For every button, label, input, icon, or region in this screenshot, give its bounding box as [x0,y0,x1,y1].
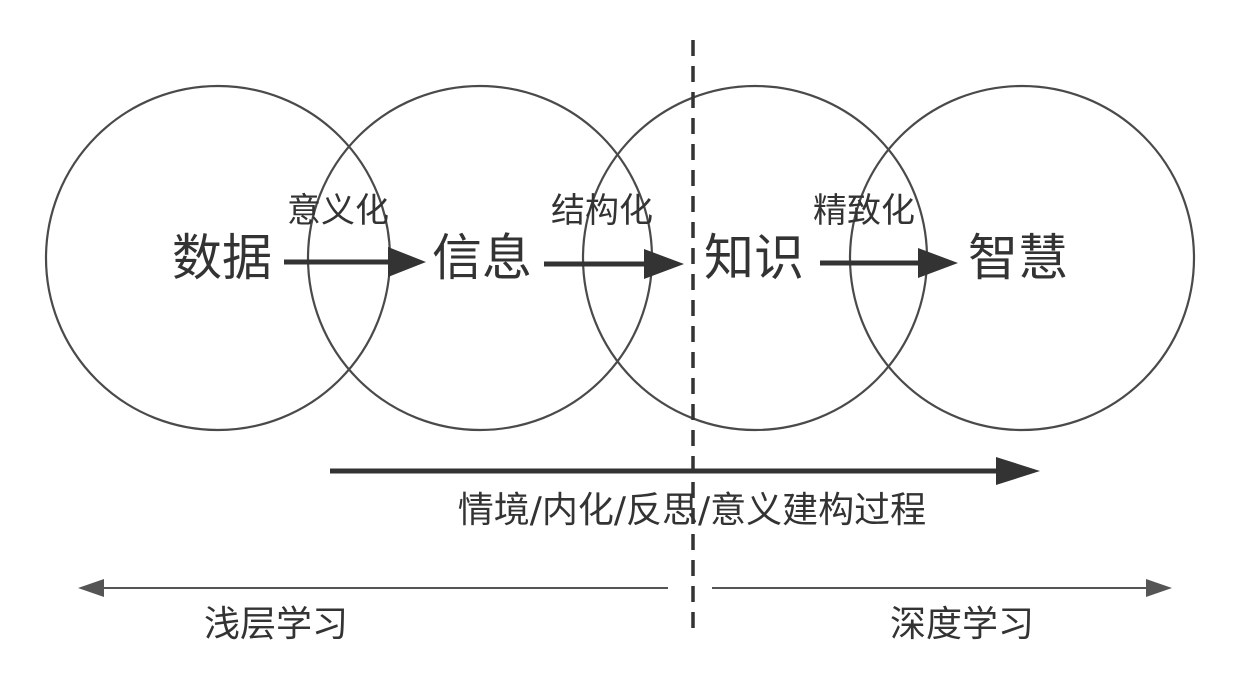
deep-learning-label: 深度学习 [890,604,1034,645]
transition-arrow-1 [284,247,426,277]
node-label-knowledge: 知识 [704,229,804,287]
transition-label-2: 结构化 [551,191,653,231]
transition-arrow-3 [820,248,958,278]
transition-label-1: 意义化 [287,191,389,231]
shallow-learning-label: 浅层学习 [204,604,348,645]
node-label-wisdom: 智慧 [968,229,1068,287]
node-label-information: 信息 [432,229,532,287]
transition-label-3: 精致化 [813,191,915,231]
process-arrow [330,457,1040,485]
shallow-learning-arrow [78,579,668,597]
process-label: 情境/内化/反思/意义建构过程 [458,490,926,531]
node-label-data: 数据 [172,229,272,287]
transition-arrow-2 [544,249,684,279]
deep-learning-arrow [712,579,1172,597]
circle-wisdom [848,84,1196,432]
